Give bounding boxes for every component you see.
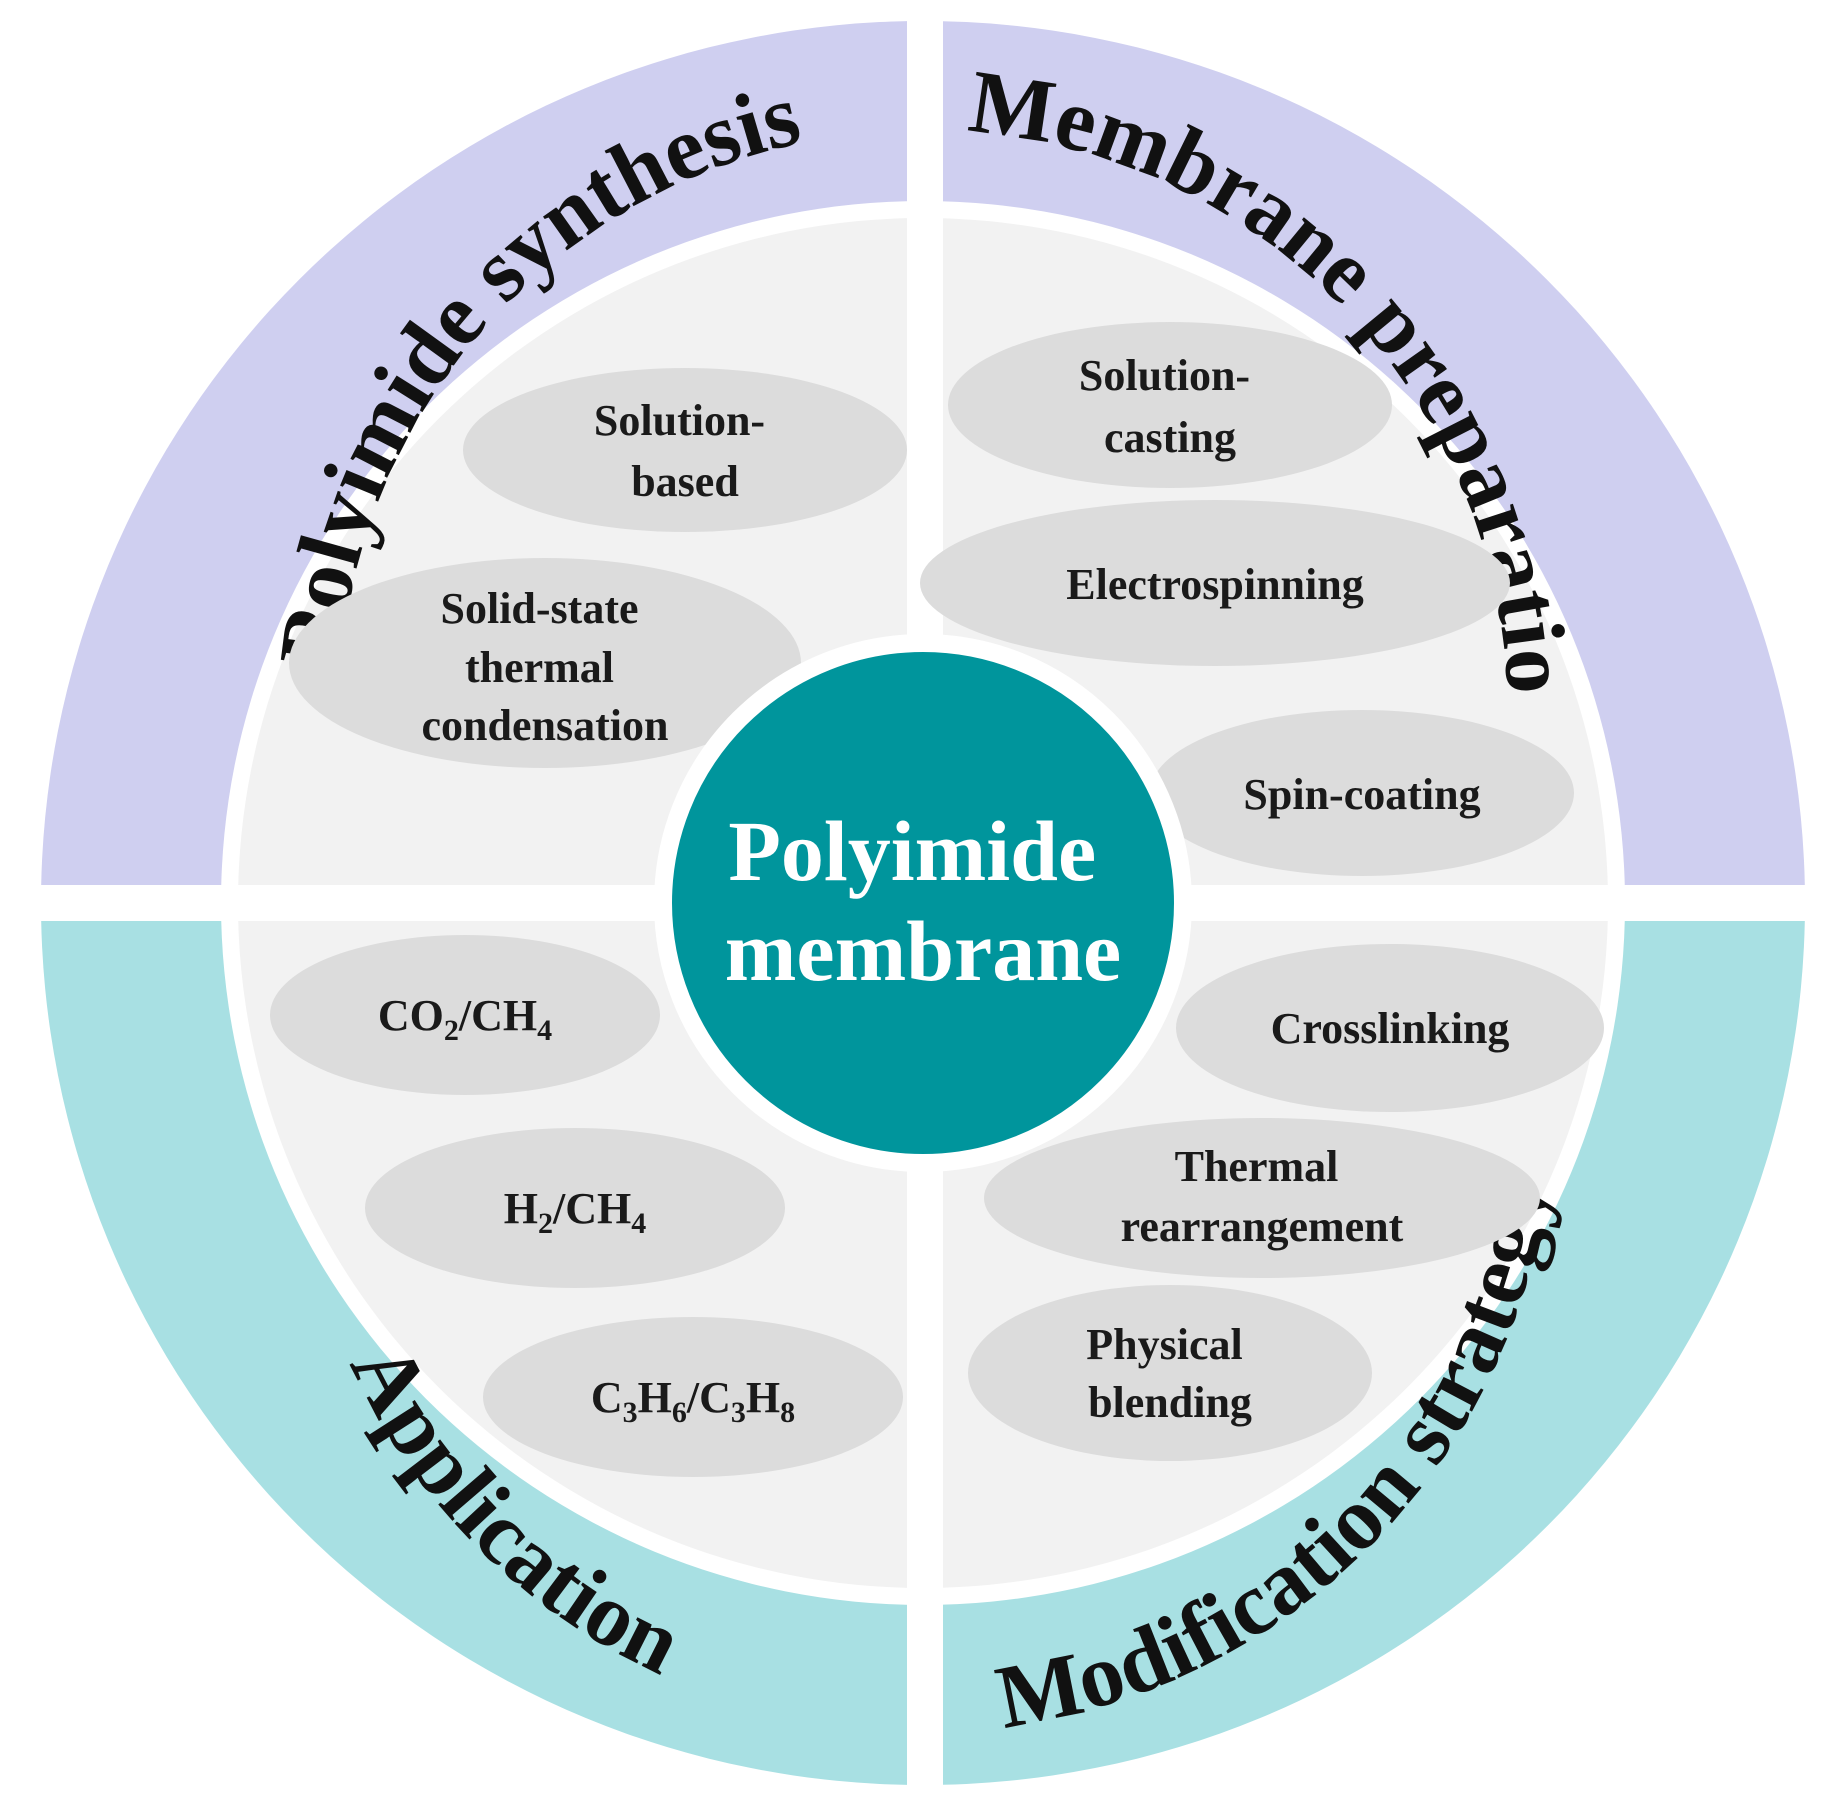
- formula-text: /C: [686, 1373, 731, 1422]
- formula-subscript: 8: [780, 1396, 795, 1429]
- bubble-label: CO2/CH4: [378, 991, 552, 1047]
- formula-text: H: [638, 1373, 672, 1422]
- formula-subscript: 3: [731, 1396, 746, 1429]
- bubble-solid-state-thermal-condensation: Solid-state thermal condensation: [289, 558, 801, 768]
- formula-subscript: 2: [538, 1207, 553, 1240]
- bubble-label: Spin-coating: [1243, 770, 1480, 819]
- bubble-shape: [1150, 710, 1574, 876]
- bubble-shape: [1176, 944, 1604, 1112]
- formula-text: /CH: [458, 991, 537, 1040]
- formula-text: H: [504, 1184, 538, 1233]
- bubble-shape: [948, 322, 1392, 488]
- bubble-thermal-rearrangement: Thermal rearrangement: [984, 1118, 1540, 1278]
- formula-subscript: 2: [444, 1014, 459, 1047]
- bubble-shape: [463, 368, 907, 532]
- bubble-label: Physical blending: [1086, 1320, 1253, 1427]
- bubble-shape: [365, 1128, 785, 1288]
- bubble-label: Crosslinking: [1271, 1004, 1510, 1053]
- center-label: Polyimide membrane: [725, 803, 1121, 999]
- bubble-shape: [920, 500, 1510, 666]
- bubble-label: Solid-state thermal condensation: [422, 584, 669, 750]
- bubble-shape: [483, 1317, 903, 1477]
- formula-subscript: 4: [631, 1207, 646, 1240]
- bubble-label: H2/CH4: [504, 1184, 646, 1240]
- bubble-co2-ch4: CO2/CH4: [270, 935, 660, 1095]
- bubble-electrospinning: Electrospinning: [920, 500, 1510, 666]
- formula-text: /CH: [552, 1184, 631, 1233]
- formula-subscript: 3: [623, 1396, 638, 1429]
- bubble-shape: [270, 935, 660, 1095]
- center-node: Polyimide membrane: [654, 634, 1192, 1172]
- bubble-solution-based: Solution- based: [463, 368, 907, 532]
- bubble-c3h6-c3h8: C3H6/C3H8: [483, 1317, 903, 1477]
- bubble-physical-blending: Physical blending: [968, 1285, 1372, 1461]
- bubble-label: Solution- based: [594, 396, 776, 506]
- bubble-solution-casting: Solution- casting: [948, 322, 1392, 488]
- bubble-label: Solution- casting: [1079, 351, 1261, 462]
- bubble-spin-coating: Spin-coating: [1150, 710, 1574, 876]
- formula-subscript: 4: [537, 1014, 552, 1047]
- bubble-shape: [289, 558, 801, 768]
- bubble-label: Thermal rearrangement: [1121, 1142, 1404, 1251]
- formula-subscript: 6: [672, 1396, 687, 1429]
- formula-text: H: [746, 1373, 780, 1422]
- bubble-label: C3H6/C3H8: [591, 1373, 795, 1429]
- center-circle: [654, 634, 1192, 1172]
- bubble-h2-ch4: H2/CH4: [365, 1128, 785, 1288]
- formula-text: C: [591, 1373, 623, 1422]
- bubble-shape: [968, 1285, 1372, 1461]
- formula-text: CO: [378, 991, 444, 1040]
- bubble-shape: [984, 1118, 1540, 1278]
- bubble-label: Electrospinning: [1066, 560, 1363, 609]
- bubble-crosslinking: Crosslinking: [1176, 944, 1604, 1112]
